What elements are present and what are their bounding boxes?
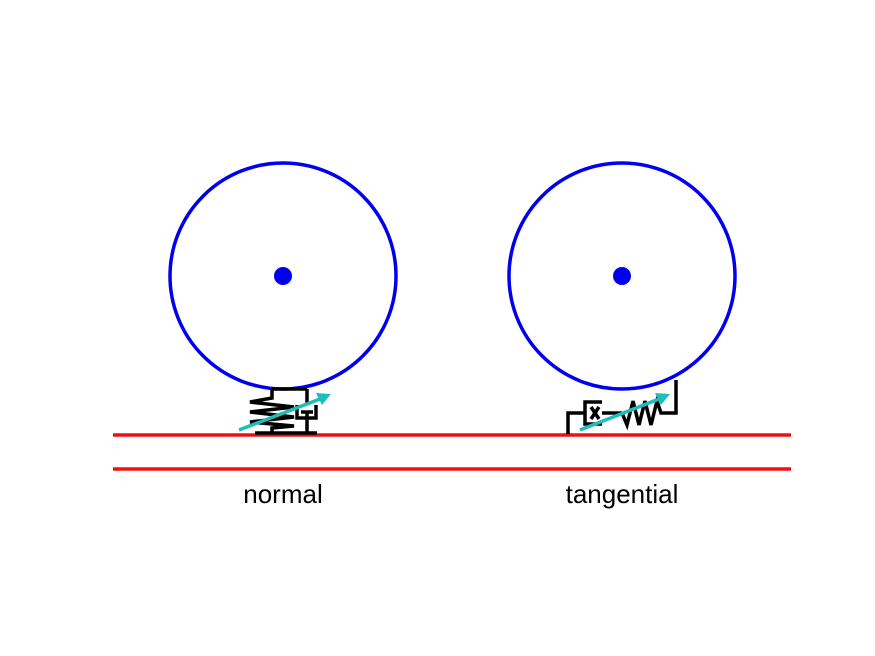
wheel-normal [168,161,398,391]
wheel-hub [613,267,631,285]
spring-icon [620,380,678,431]
normal-contact-element [249,387,318,435]
dashpot-icon [295,389,318,433]
label-normal: normal [243,479,322,509]
label-tangential: tangential [566,479,679,509]
spring-icon [249,389,295,433]
wheel-tangential [507,161,737,391]
wheel-rim [507,161,737,391]
wheel-hub [274,267,292,285]
tangential-arrow-icon [579,393,670,432]
normal-arrow-icon [238,393,331,432]
